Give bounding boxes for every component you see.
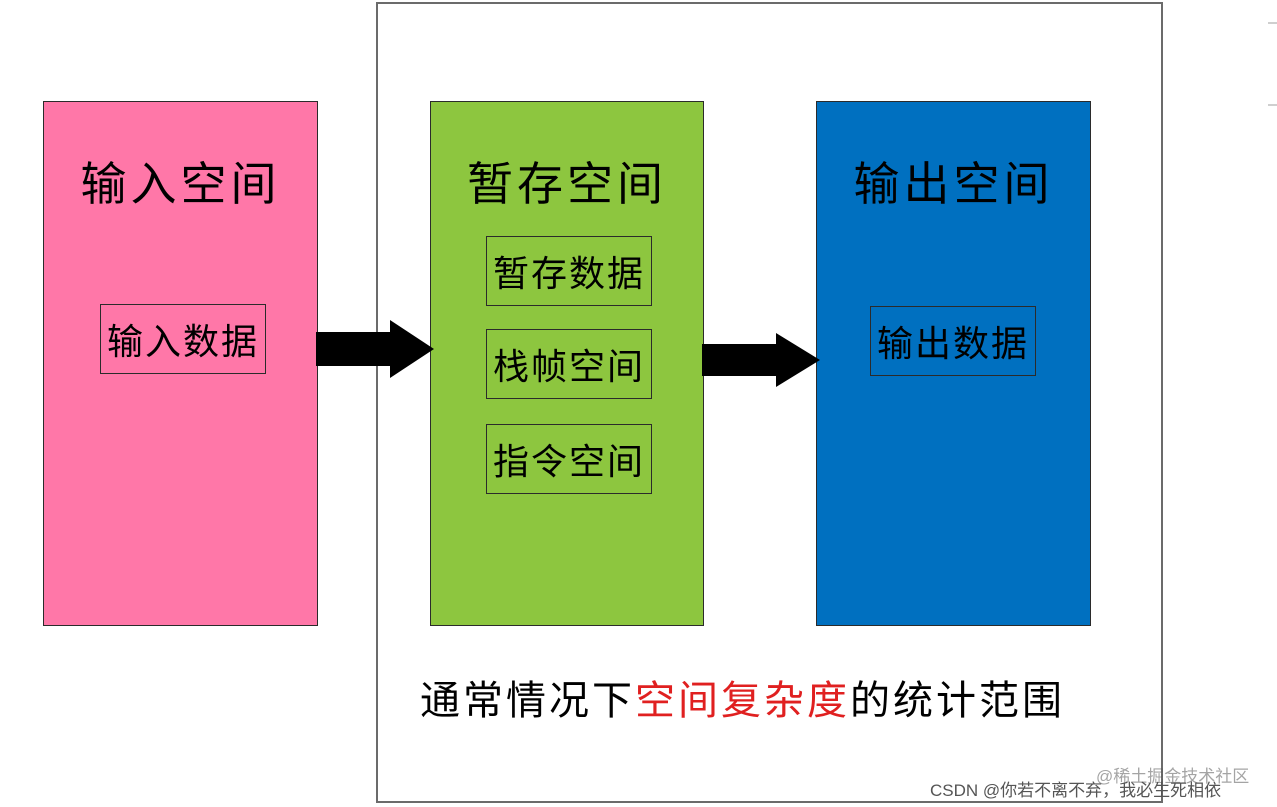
input-space-block: 输入空间 输入数据 xyxy=(43,101,318,626)
output-space-title: 输出空间 xyxy=(853,157,1054,211)
temp-space-block: 暂存空间 暂存数据 栈帧空间 指令空间 xyxy=(430,101,704,626)
input-data-box: 输入数据 xyxy=(100,304,266,374)
csdn-watermark: CSDN @你若不离不弃，我必生死相依 xyxy=(930,781,1222,800)
caption-highlight: 空间复杂度 xyxy=(635,678,850,724)
juejin-watermark: @稀土掘金技术社区 xyxy=(1096,767,1250,786)
stack-frame-space-box: 栈帧空间 xyxy=(486,329,652,399)
caption-suffix: 的统计范围 xyxy=(850,678,1065,724)
edge-mark-bottom xyxy=(1268,104,1277,106)
scope-caption: 通常情况下空间复杂度的统计范围 xyxy=(420,668,1065,726)
output-data-box: 输出数据 xyxy=(870,306,1036,376)
caption-prefix: 通常情况下 xyxy=(420,678,635,724)
edge-mark-top xyxy=(1268,22,1277,24)
temp-space-title: 暂存空间 xyxy=(467,157,667,211)
output-space-block: 输出空间 输出数据 xyxy=(816,101,1091,626)
temp-data-box: 暂存数据 xyxy=(486,236,652,306)
arrow-temp-to-output xyxy=(702,333,820,387)
input-space-title: 输入空间 xyxy=(80,157,281,211)
space-complexity-scope-frame xyxy=(376,2,1163,803)
instruction-space-box: 指令空间 xyxy=(486,424,652,494)
arrow-input-to-temp xyxy=(316,320,434,378)
